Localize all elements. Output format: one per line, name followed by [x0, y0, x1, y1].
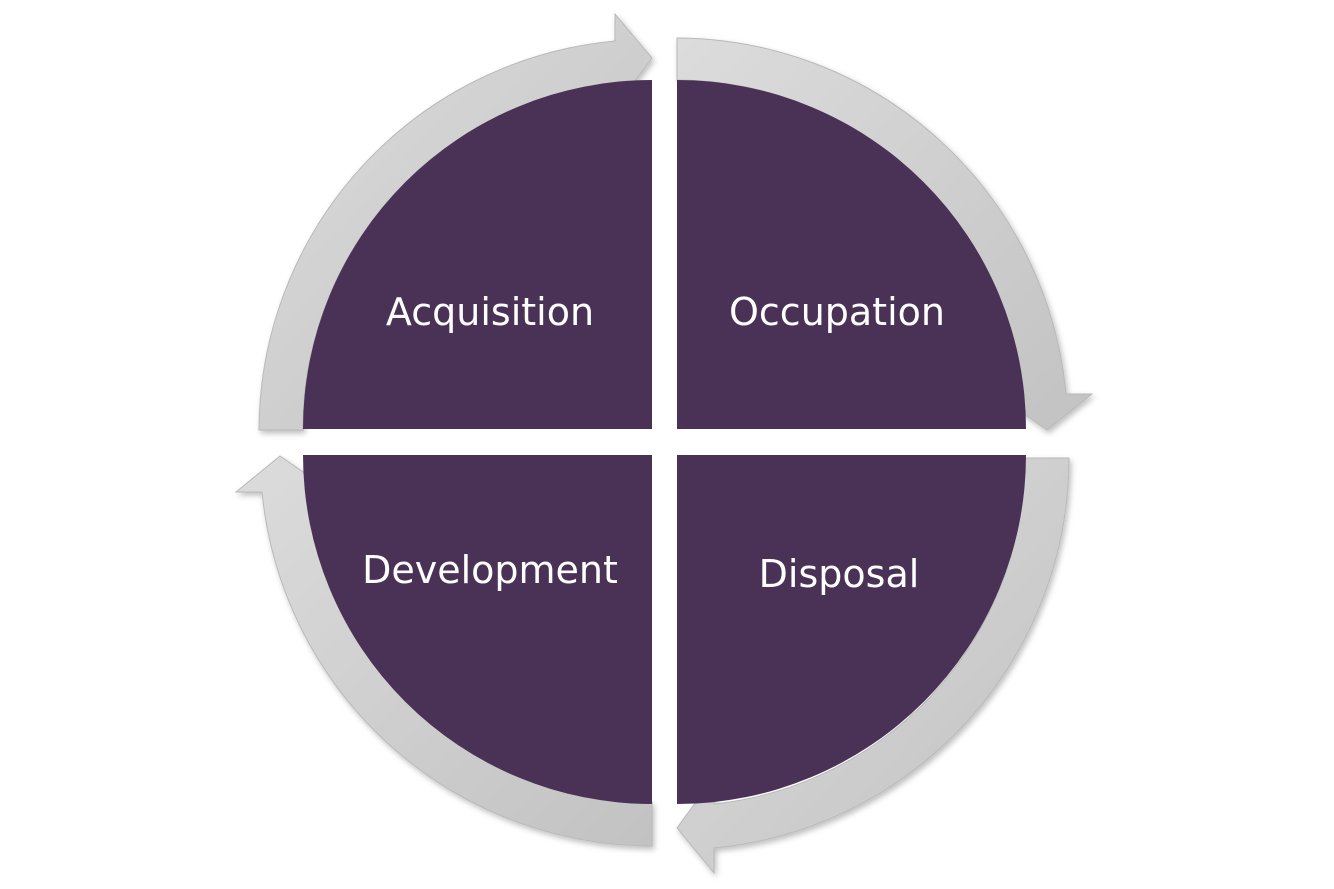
cycle-quadrants — [303, 80, 1026, 804]
cycle-arrows — [234, 12, 1094, 875]
label-acquisition: Acquisition — [386, 290, 594, 334]
label-development: Development — [362, 548, 618, 592]
arrow-to-development — [676, 457, 1070, 875]
label-disposal: Disposal — [759, 552, 920, 596]
quadrant-development — [303, 455, 652, 804]
quadrant-occupation — [677, 80, 1026, 429]
quadrant-disposal — [677, 455, 1026, 804]
quadrant-acquisition — [303, 80, 652, 429]
label-occupation: Occupation — [729, 290, 945, 334]
